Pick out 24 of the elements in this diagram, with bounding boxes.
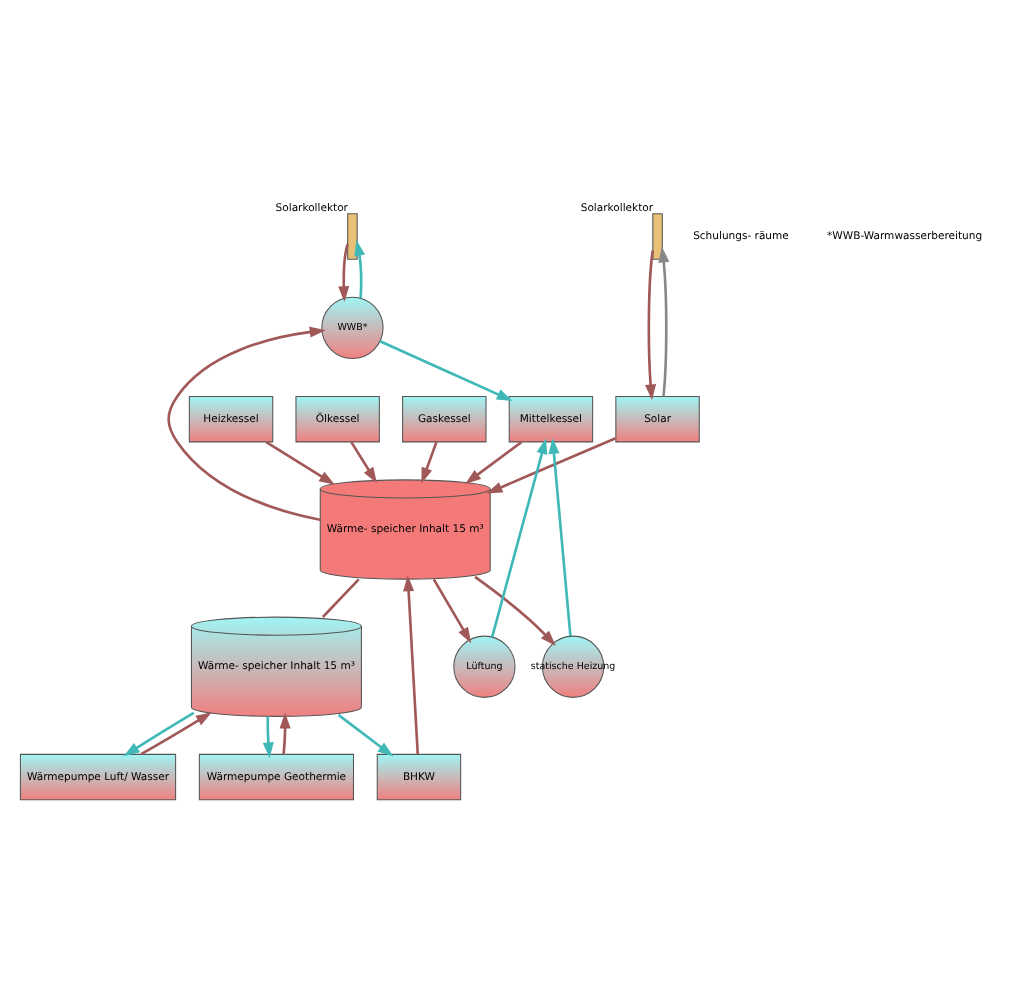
arrow <box>123 710 195 756</box>
arrow <box>379 339 513 400</box>
arrow <box>486 436 617 493</box>
node-bar <box>347 212 358 259</box>
arrow <box>490 437 548 637</box>
arrow <box>140 711 212 755</box>
arrow <box>403 574 420 754</box>
arrow <box>262 715 274 758</box>
arrow <box>421 440 438 483</box>
arrow <box>279 711 291 754</box>
node-bar <box>652 212 663 259</box>
arrow <box>474 574 556 645</box>
arrow <box>645 249 657 400</box>
arrow <box>167 325 326 521</box>
arrow <box>465 440 523 483</box>
arrow <box>265 440 335 484</box>
arrow <box>338 242 350 302</box>
connector <box>321 577 360 617</box>
arrow <box>350 440 377 483</box>
arrow <box>354 239 366 298</box>
arrow <box>337 712 394 756</box>
arrow <box>658 245 670 396</box>
arrow <box>548 437 572 636</box>
arrow <box>432 577 472 643</box>
